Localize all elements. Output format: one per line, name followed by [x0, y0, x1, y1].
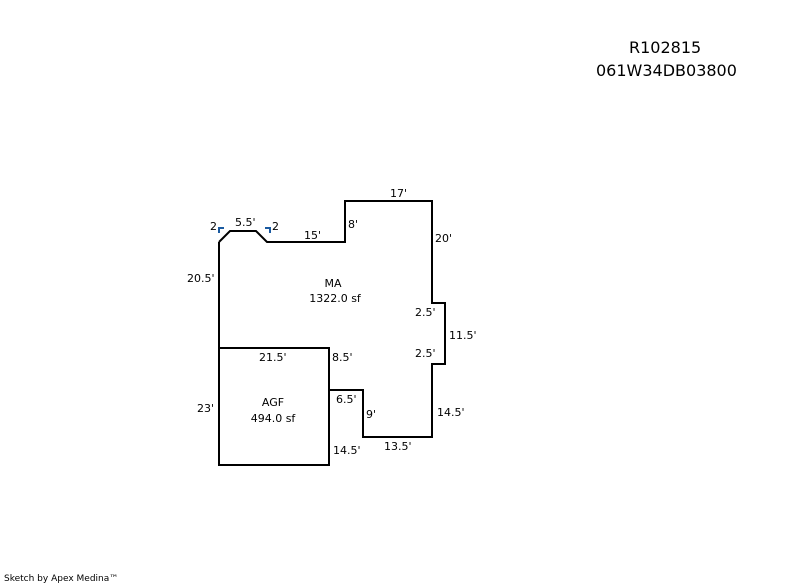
dimension-label: 6.5' [336, 393, 357, 406]
corner-marker-left [218, 227, 224, 233]
dimension-label: 11.5' [449, 329, 477, 342]
dimension-label: 21.5' [259, 351, 287, 364]
area-size-agf: 494.0 sf [251, 412, 297, 425]
parcel-id: R102815 [629, 38, 702, 57]
dimension-label: 5.5' [235, 216, 256, 229]
dimension-label: 2 [210, 220, 217, 233]
dimension-label: 20' [435, 232, 452, 245]
dimension-label: 9' [366, 408, 376, 421]
sketch-credit: Sketch by Apex Medina™ [4, 574, 119, 584]
area-code-ma: MA [324, 277, 341, 290]
agf-outline [218, 347, 330, 466]
corner-marker-right [265, 227, 271, 233]
dimension-label: 14.5' [333, 444, 361, 457]
dimension-label: 2.5' [415, 306, 436, 319]
map-number: 061W34DB03800 [596, 61, 737, 80]
area-size-ma: 1322.0 sf [309, 292, 362, 305]
area-code-agf: AGF [262, 396, 284, 409]
dimension-label: 15' [304, 229, 321, 242]
dimension-label: 13.5' [384, 440, 412, 453]
dimension-label: 8' [348, 218, 358, 231]
dimension-label: 23' [197, 402, 214, 415]
dimension-label: 8.5' [332, 351, 353, 364]
dimension-label: 14.5' [437, 406, 465, 419]
dimension-label: 2 [272, 220, 279, 233]
dimension-label: 2.5' [415, 347, 436, 360]
ma-outline [218, 200, 446, 438]
dimension-label: 20.5' [187, 272, 215, 285]
dimension-label: 17' [390, 187, 407, 200]
